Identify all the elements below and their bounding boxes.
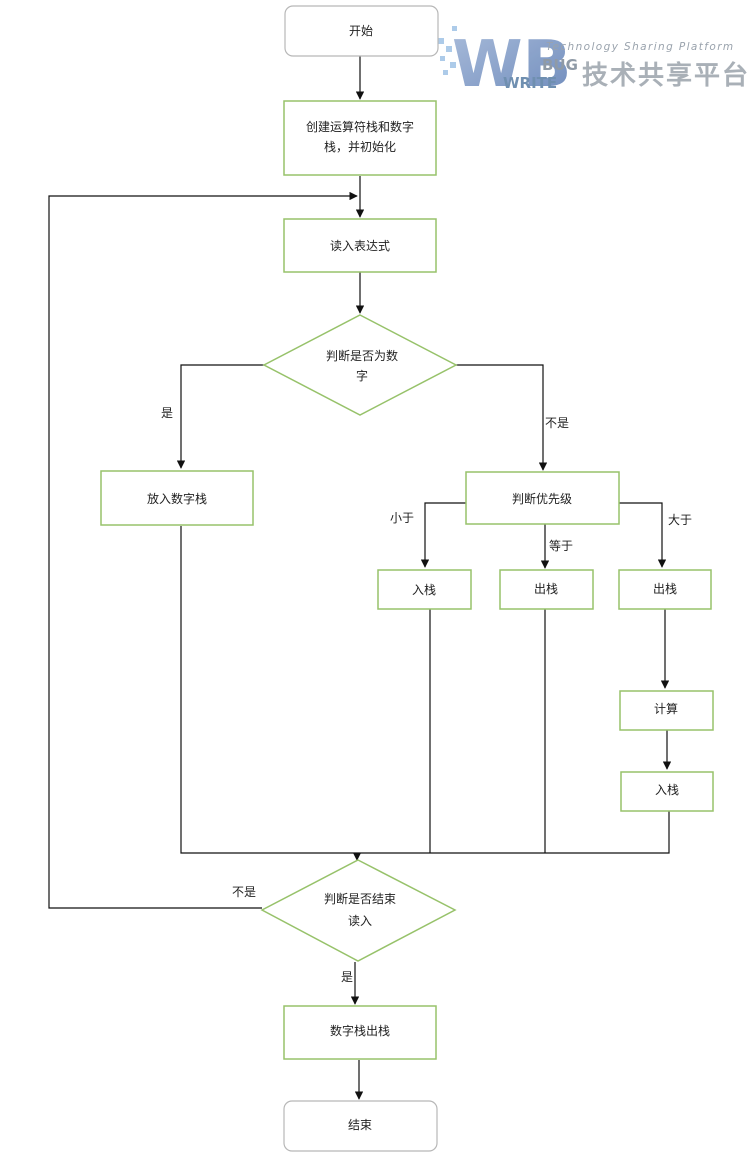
watermark-wb-letters: WB bbox=[452, 28, 571, 102]
node-push-number: 放入数字栈 bbox=[100, 470, 254, 526]
node-push-number-label: 放入数字栈 bbox=[147, 491, 207, 506]
node-compute: 计算 bbox=[619, 690, 714, 731]
node-pop-a: 出栈 bbox=[499, 569, 594, 610]
pixel-dots-icon bbox=[438, 26, 457, 75]
node-read-expression: 读入表达式 bbox=[283, 218, 437, 273]
watermark-logo: WB BUG WRITE Technology Sharing Platform… bbox=[438, 26, 748, 102]
node-push-b-label: 入栈 bbox=[655, 782, 679, 797]
edge-pushnum-merge bbox=[180, 526, 357, 854]
node-pop-b-label: 出栈 bbox=[653, 581, 677, 596]
node-end-label: 结束 bbox=[348, 1118, 372, 1132]
edge-priority-greater bbox=[619, 502, 667, 568]
edge-isend-loop bbox=[48, 191, 358, 909]
node-read-label: 读入表达式 bbox=[330, 239, 390, 253]
node-start: 开始 bbox=[284, 5, 439, 57]
node-is-number-label-2: 字 bbox=[356, 368, 368, 383]
edge-isnum-yes bbox=[176, 364, 264, 469]
node-end: 结束 bbox=[283, 1100, 438, 1152]
connectors bbox=[48, 56, 672, 1100]
watermark-cn: 技术共享平台 bbox=[582, 60, 748, 91]
node-priority-label: 判断优先级 bbox=[512, 491, 572, 506]
node-push-a: 入栈 bbox=[377, 569, 472, 610]
node-compute-label: 计算 bbox=[654, 701, 678, 716]
node-pop-number: 数字栈出栈 bbox=[283, 1005, 437, 1060]
edge-isnum-no bbox=[456, 364, 548, 471]
node-is-number: 判断是否为数 字 bbox=[262, 314, 458, 416]
edge-priority-less bbox=[420, 502, 466, 568]
node-pop-a-label: 出栈 bbox=[534, 581, 558, 596]
edge-label-greater: 大于 bbox=[668, 513, 692, 527]
watermark-bug: BUG bbox=[542, 56, 578, 74]
node-create-label-2: 栈，并初始化 bbox=[324, 139, 396, 154]
edge-label-no-2: 不是 bbox=[232, 885, 256, 899]
node-is-end: 判断是否结束 读入 bbox=[260, 859, 457, 962]
node-is-number-label-1: 判断是否为数 bbox=[326, 348, 398, 363]
node-create-label-1: 创建运算符栈和数字 bbox=[306, 119, 414, 134]
node-is-end-label-1: 判断是否结束 bbox=[324, 891, 396, 906]
node-priority: 判断优先级 bbox=[465, 471, 620, 525]
node-is-end-label-2: 读入 bbox=[348, 914, 372, 928]
node-push-a-label: 入栈 bbox=[412, 582, 436, 597]
edge-label-less: 小于 bbox=[390, 511, 414, 525]
node-start-label: 开始 bbox=[349, 24, 373, 38]
watermark-tagline: Technology Sharing Platform bbox=[546, 41, 735, 53]
node-pop-b: 出栈 bbox=[618, 569, 712, 610]
edge-label-equal: 等于 bbox=[549, 539, 573, 553]
edge-label-yes-1: 是 bbox=[161, 406, 173, 420]
node-push-b: 入栈 bbox=[620, 771, 714, 812]
node-pop-number-label: 数字栈出栈 bbox=[330, 1023, 390, 1038]
edge-label-yes-2: 是 bbox=[341, 970, 353, 984]
watermark-write: WRITE bbox=[503, 74, 557, 92]
edge-label-no-1: 不是 bbox=[545, 416, 569, 430]
edge-push-b-merge bbox=[357, 811, 670, 854]
node-create-stacks: 创建运算符栈和数字 栈，并初始化 bbox=[283, 100, 437, 176]
